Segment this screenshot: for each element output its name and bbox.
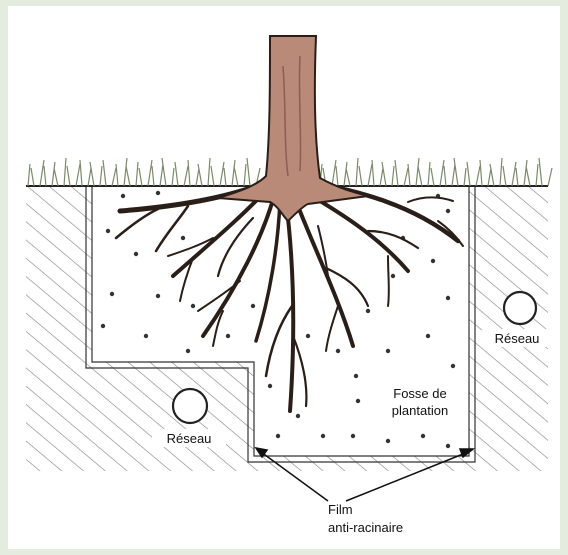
label-network-left: Réseau [167,431,212,446]
label-pit-line2: plantation [392,403,448,418]
diagram-frame: Réseau Réseau Fosse de plantation Film a… [8,6,560,549]
label-film-line2: anti-racinaire [328,520,403,535]
network-pipe-left [173,389,207,423]
tree-planting-pit-diagram: Réseau Réseau Fosse de plantation Film a… [8,6,560,549]
label-network-right: Réseau [495,331,540,346]
label-film-line1: Film [328,502,353,517]
label-pit-line1: Fosse de [393,386,446,401]
tree-trunk [218,36,368,221]
network-pipe-right [504,292,536,324]
